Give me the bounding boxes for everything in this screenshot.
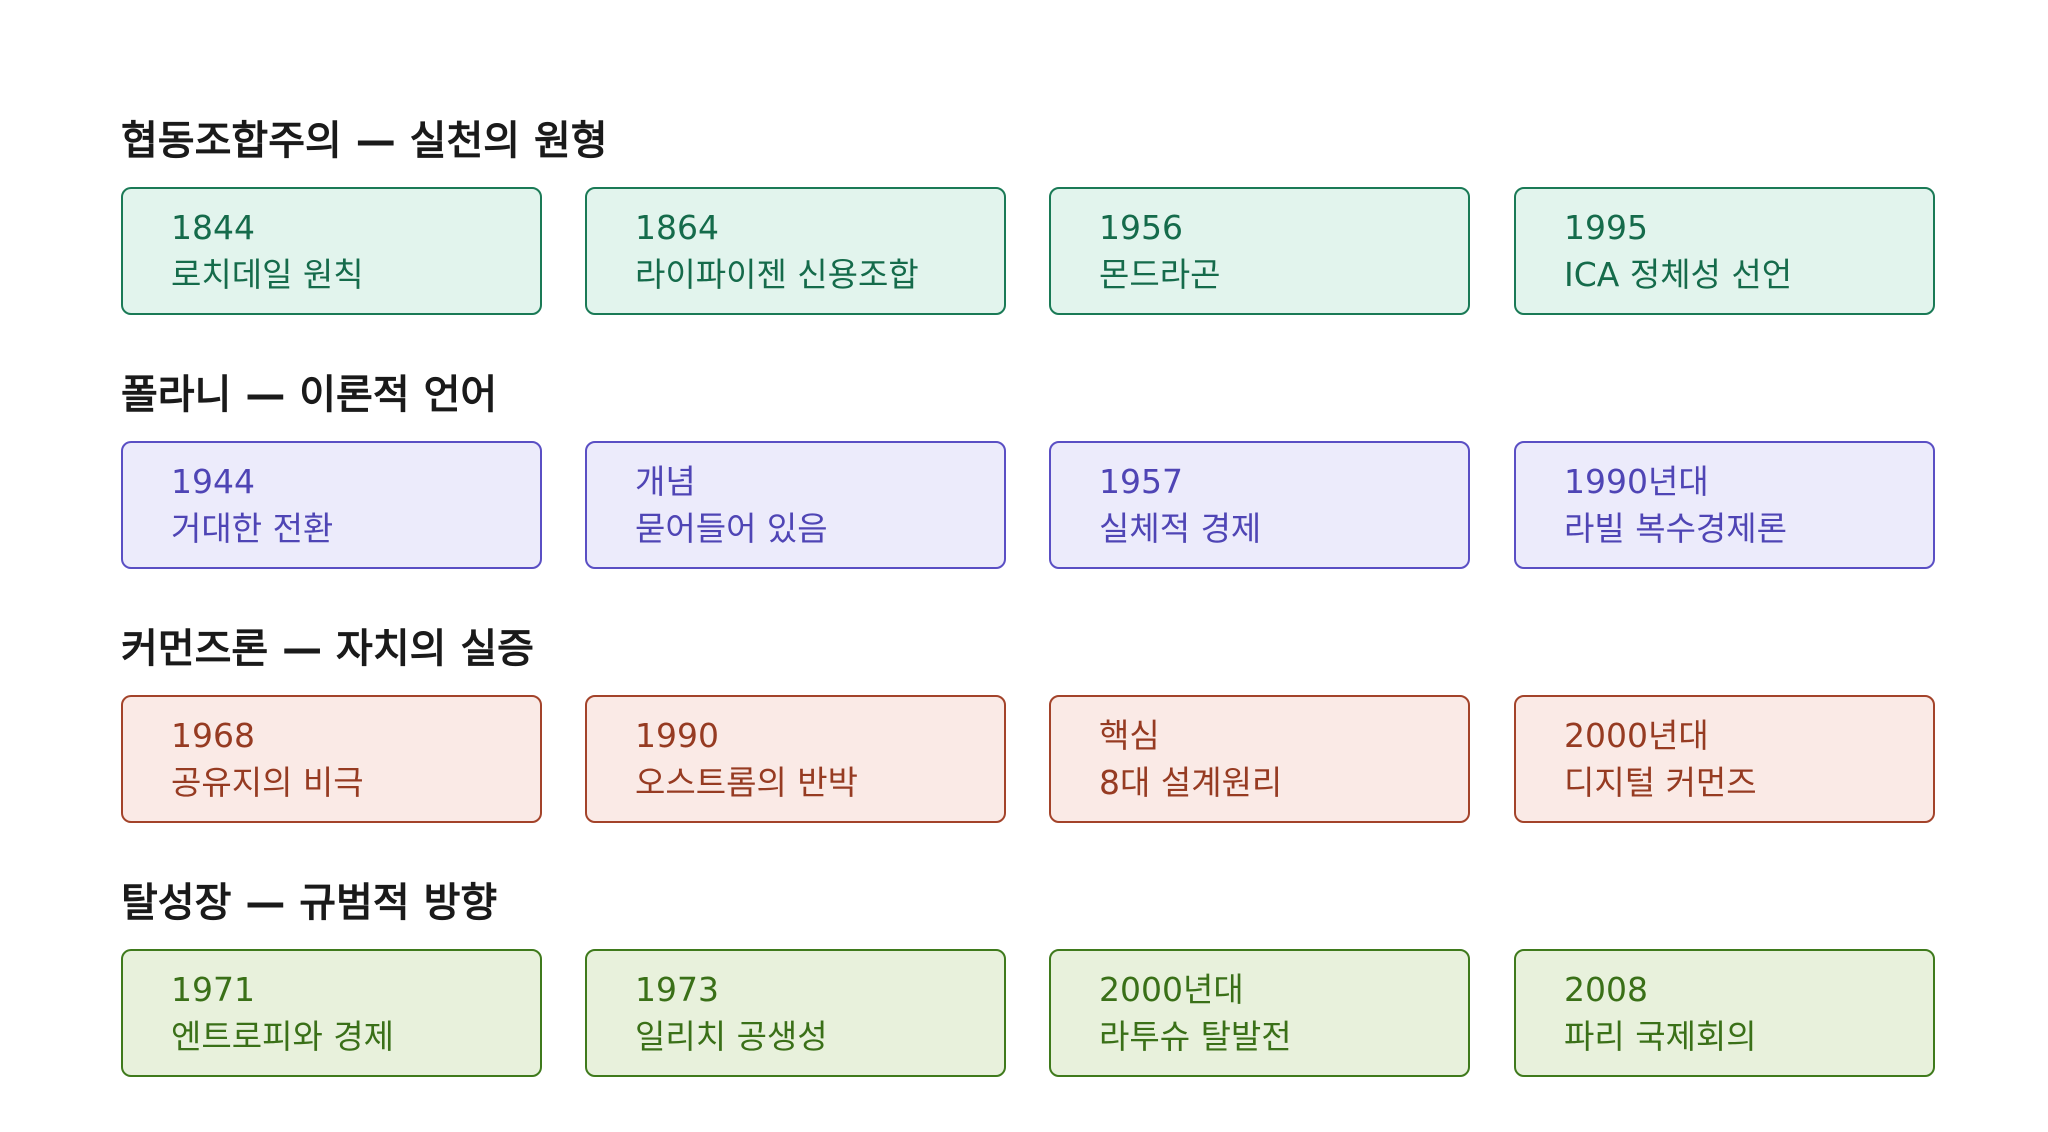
- card: 1956 몬드라곤: [1049, 187, 1470, 315]
- card-label: 파리 국제회의: [1564, 1017, 1757, 1056]
- card-year: 2000년대: [1564, 716, 1709, 755]
- section-title-cooperativism: 협동조합주의 — 실천의 원형: [121, 118, 608, 164]
- card-label: ICA 정체성 선언: [1564, 255, 1793, 294]
- card: 1944 거대한 전환: [121, 441, 542, 569]
- card: 1990년대 라빌 복수경제론: [1514, 441, 1935, 569]
- card-label: 엔트로피와 경제: [171, 1017, 395, 1056]
- card: 2000년대 라투슈 탈발전: [1049, 949, 1470, 1077]
- card-year: 1990년대: [1564, 462, 1709, 501]
- card-label: 라빌 복수경제론: [1564, 509, 1788, 548]
- card: 2000년대 디지털 커먼즈: [1514, 695, 1935, 823]
- card: 1968 공유지의 비극: [121, 695, 542, 823]
- section-row-cooperativism: 1844 로치데일 원칙 1864 라이파이젠 신용조합 1956 몬드라곤 1…: [121, 187, 1941, 315]
- section-row-commons: 1968 공유지의 비극 1990 오스트롬의 반박 핵심 8대 설계원리 20…: [121, 695, 1941, 823]
- card: 1973 일리치 공생성: [585, 949, 1006, 1077]
- card-year: 1844: [171, 208, 255, 247]
- card-label: 묻어들어 있음: [635, 509, 828, 548]
- card: 1844 로치데일 원칙: [121, 187, 542, 315]
- card-label: 몬드라곤: [1099, 255, 1221, 294]
- card-label: 공유지의 비극: [171, 763, 364, 802]
- card-year: 1944: [171, 462, 255, 501]
- card-year: 핵심: [1099, 716, 1160, 755]
- section-title-polanyi: 폴라니 — 이론적 언어: [121, 372, 498, 418]
- card: 1864 라이파이젠 신용조합: [585, 187, 1006, 315]
- card: 개념 묻어들어 있음: [585, 441, 1006, 569]
- card-label: 디지털 커먼즈: [1564, 763, 1757, 802]
- card-label: 거대한 전환: [171, 509, 334, 548]
- card-year: 개념: [635, 462, 696, 501]
- card: 1971 엔트로피와 경제: [121, 949, 542, 1077]
- card: 핵심 8대 설계원리: [1049, 695, 1470, 823]
- card-label: 실체적 경제: [1099, 509, 1262, 548]
- card: 1957 실체적 경제: [1049, 441, 1470, 569]
- card-year: 2000년대: [1099, 970, 1244, 1009]
- card-label: 오스트롬의 반박: [635, 763, 859, 802]
- card-year: 2008: [1564, 970, 1648, 1009]
- card-year: 1956: [1099, 208, 1183, 247]
- section-row-degrowth: 1971 엔트로피와 경제 1973 일리치 공생성 2000년대 라투슈 탈발…: [121, 949, 1941, 1077]
- card-year: 1973: [635, 970, 719, 1009]
- section-title-degrowth: 탈성장 — 규범적 방향: [121, 880, 498, 926]
- card-year: 1971: [171, 970, 255, 1009]
- card-label: 로치데일 원칙: [171, 255, 364, 294]
- card-year: 1957: [1099, 462, 1183, 501]
- card: 1995 ICA 정체성 선언: [1514, 187, 1935, 315]
- card-year: 1995: [1564, 208, 1648, 247]
- card-year: 1990: [635, 716, 719, 755]
- card-year: 1968: [171, 716, 255, 755]
- card-year: 1864: [635, 208, 719, 247]
- card: 1990 오스트롬의 반박: [585, 695, 1006, 823]
- card: 2008 파리 국제회의: [1514, 949, 1935, 1077]
- card-label: 라이파이젠 신용조합: [635, 255, 919, 294]
- card-label: 8대 설계원리: [1099, 763, 1283, 802]
- card-label: 일리치 공생성: [635, 1017, 828, 1056]
- card-label: 라투슈 탈발전: [1099, 1017, 1292, 1056]
- section-row-polanyi: 1944 거대한 전환 개념 묻어들어 있음 1957 실체적 경제 1990년…: [121, 441, 1941, 569]
- section-title-commons: 커먼즈론 — 자치의 실증: [121, 626, 534, 672]
